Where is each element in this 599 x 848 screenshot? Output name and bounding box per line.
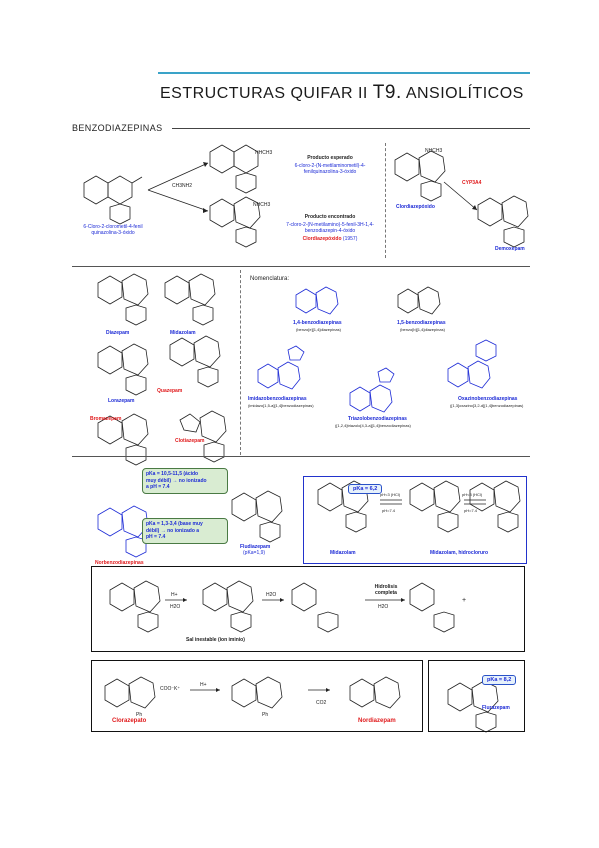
nordiazepam-label: Nordiazepam — [358, 718, 396, 724]
clordiazepoxido-label: Clordiazepóxido — [396, 204, 435, 210]
demoxepam-structure — [477, 195, 529, 248]
reagent-label: CH3NH2 — [172, 183, 193, 189]
plus-sign: + — [462, 597, 467, 604]
diazepam-structure — [97, 273, 149, 326]
bromazepam-label: Bromazepam — [90, 416, 122, 422]
benzodiazepine-14-structure — [295, 286, 339, 315]
lorazepam-label: Lorazepam — [108, 398, 135, 404]
midazolam-structure — [164, 273, 216, 326]
triaz-sub: ([1,2,4]triazolo[4,3-a][1,4]benzodiazepi… — [335, 423, 411, 428]
clordiazepoxido-structure — [394, 150, 446, 202]
ph-label-1: Ph — [136, 712, 143, 718]
bromazepam-structure — [97, 413, 149, 466]
triazolobenzodiazepine-structure — [349, 367, 395, 413]
carboxylate-label: COO⁻K⁺ — [160, 686, 181, 692]
nhch3-label-top: NHCH3 — [255, 150, 273, 156]
lorazepam-structure — [97, 343, 149, 396]
clorazepato-structure — [104, 676, 156, 709]
hydrolysis-box — [91, 566, 525, 652]
oxaz-label: Oxazinobenzodiazepinas — [458, 396, 518, 402]
title-rule — [158, 72, 530, 74]
clotiazepam-label: Clotiazepam — [175, 438, 205, 444]
section-rule — [172, 128, 530, 129]
oxazinobenzodiazepine-structure — [447, 339, 497, 389]
flurazepam-label: Flurazepam — [482, 705, 510, 711]
found-drug-line: Clordiazepóxido (1957) — [302, 236, 358, 242]
fludiazepam-structure — [231, 490, 283, 543]
cond2-top: pH<3 (HCl) — [462, 492, 483, 497]
hplus-label: H+ — [171, 592, 178, 598]
n14-sub: (benzo[e][1,4]diazepinas) — [296, 327, 341, 332]
benzodiazepine-15-structure — [397, 286, 441, 315]
found-product-structure — [209, 196, 261, 248]
n15-label: 1,5-benzodiazepinas — [397, 320, 446, 326]
page-title: ESTRUCTURAS QUIFAR II T9. ANSIOLÍTICOS — [160, 82, 524, 103]
start-compound-name: 6-Cloro-2-clorometil-4-fenil quinazolina… — [83, 224, 143, 236]
nhch3-label-right: NHCH3 — [425, 148, 443, 154]
midazolam-label: Midazolam — [170, 330, 196, 336]
imid-sub: (imidazo[1,5-a][1,4]benzodiazepinas) — [248, 403, 314, 408]
expected-name: 6-cloro-2-(N-metilaminometil)-4-fenilqui… — [294, 163, 366, 175]
midazolam-base-structure — [317, 480, 369, 533]
nomenclature-title: Nomenclatura: — [250, 276, 290, 282]
nordiazepam-structure — [349, 676, 401, 709]
iminium-label: Sal inestable (ion iminio) — [186, 637, 245, 643]
norbenzo-label: Norbenzodiazepinas — [95, 560, 144, 566]
expected-title: Producto esperado — [307, 155, 353, 161]
n14-label: 1,4-benzodiazepinas — [293, 320, 342, 326]
quinazoline-structure — [83, 175, 143, 225]
midazolam-pka-badge: pKa = 6,2 — [348, 484, 383, 494]
midazolam-protonated-structure — [409, 480, 461, 533]
found-name: 7-cloro-2-(N-metilamino)-5-fenil-3H-1,4-… — [286, 222, 374, 234]
enzyme-label: CYP3A4 — [462, 180, 482, 186]
h2o-label-c: H2O — [378, 604, 389, 610]
cond1-bottom: pH=7.4 — [382, 508, 396, 513]
section-heading: BENZODIAZEPINAS — [72, 123, 163, 133]
flurazepam-pka-badge: pKa = 8,2 — [482, 675, 517, 685]
midazolam-hydrochloride-structure — [469, 480, 521, 533]
quazepam-label: Quazepam — [157, 388, 183, 394]
imid-label: Imidazobenzodiazepinas — [248, 396, 307, 402]
h2o-label-a: H2O — [170, 604, 181, 610]
n15-sub: (benzo[b][1,4]diazepinas) — [400, 327, 445, 332]
row-divider-2 — [72, 456, 530, 457]
co2-label: CO2 — [316, 700, 327, 706]
row-divider-1 — [72, 266, 530, 267]
iminium-structure — [202, 580, 254, 633]
norbenzodiazepine-structure — [97, 505, 149, 558]
intermediate-structure — [231, 676, 283, 709]
fludiazepam-label: Fludiazepam — [240, 544, 271, 550]
benzophenone-structure — [409, 582, 455, 633]
expected-product-structure — [209, 144, 259, 194]
h2o-label-b: H2O — [266, 592, 277, 598]
cond1-top: pH<3 (HCl) — [380, 492, 401, 497]
ph-label-2: Ph — [262, 712, 269, 718]
flurazepam-box — [428, 660, 525, 732]
drugs-divider — [240, 270, 241, 455]
triaz-label: Triazolobenzodiazepinas — [348, 416, 407, 422]
midazolam-hcl-label: Midazolam, hidrocloruro — [430, 550, 489, 556]
benzodiazepine-generic-structure — [109, 580, 161, 633]
diazepam-label: Diazepam — [106, 330, 130, 336]
synthesis-divider — [385, 143, 386, 258]
open-chain-structure — [291, 582, 339, 633]
demoxepam-label: Demoxepam — [495, 246, 525, 252]
clorazepate-box — [91, 660, 423, 732]
base-pka-callout: pKa = 1,3-3,4 (base muy débil) → no ioni… — [142, 518, 228, 544]
hydrolysis-title: Hidrolisis completa — [374, 584, 398, 596]
quazepam-structure — [169, 335, 221, 388]
cond2-bottom: pH=7.4 — [464, 508, 478, 513]
oxaz-sub: ([1,3]oxazino[3,2-d][1,4]benzodiazepinas… — [450, 403, 524, 408]
midazolam-base-label: Midazolam — [330, 550, 356, 556]
clotiazepam-structure — [179, 410, 227, 463]
acid-pka-callout: pKa = 10,5-11,5 (ácido muy débil) → no i… — [142, 468, 228, 494]
hplus-cloraz: H+ — [200, 682, 207, 688]
imidazobenzodiazepine-structure — [257, 345, 305, 390]
clorazepato-label: Clorazepato — [112, 718, 147, 724]
midazolam-box — [303, 476, 527, 564]
fludiazepam-pka: (pKa=1,9) — [243, 550, 266, 556]
found-title: Producto encontrado — [304, 214, 356, 220]
nhch3-label-bottom: NHCH3 — [253, 202, 271, 208]
